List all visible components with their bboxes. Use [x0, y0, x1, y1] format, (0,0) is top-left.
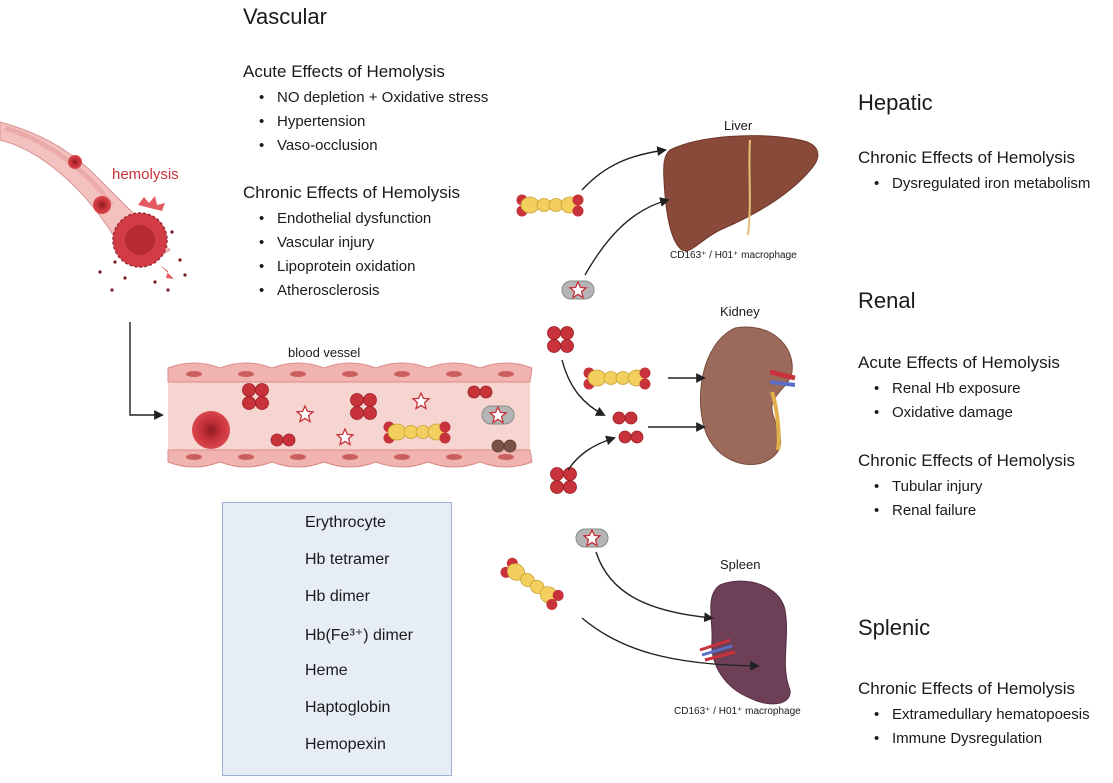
- vascular-acute-list: NO depletion + Oxidative stress Hyperten…: [245, 86, 488, 158]
- liver-label: Liver: [724, 118, 753, 133]
- list-item: Renal failure: [874, 499, 982, 523]
- spleen-macrophage-label: CD163⁺ / H01⁺ macrophage: [674, 706, 801, 717]
- legend-label-erythrocyte: Erythrocyte: [305, 514, 386, 531]
- arrow-hbhp-to-spleen: [581, 617, 760, 671]
- legend-label-haptoglobin: Haptoglobin: [305, 699, 391, 716]
- liver-illustration: [663, 135, 819, 252]
- list-item: Tubular injury: [874, 475, 982, 499]
- liver-macrophage-label: CD163⁺ / H01⁺ macrophage: [670, 250, 797, 261]
- legend-label-hemopexin: Hemopexin: [305, 736, 386, 753]
- renal-title: Renal: [858, 288, 916, 313]
- list-item: NO depletion + Oxidative stress: [259, 86, 488, 110]
- blood-vessel-illustration: [167, 362, 533, 468]
- list-item: Extramedullary hematopoesis: [874, 703, 1090, 727]
- list-item: Vascular injury: [259, 231, 431, 255]
- hemolysis-vessel: [0, 121, 187, 292]
- arrow-tetramer-to-dimer-bottom: [567, 435, 616, 471]
- splenic-chronic-title: Chronic Effects of Hemolysis: [858, 679, 1075, 698]
- vascular-chronic-list: Endothelial dysfunction Vascular injury …: [245, 207, 431, 303]
- renal-acute-title: Acute Effects of Hemolysis: [858, 353, 1060, 372]
- hepatic-chronic-list: Dysregulated iron metabolism: [860, 172, 1090, 196]
- legend-label-hb-fe3-dimer: Hb(Fe³⁺) dimer: [305, 627, 414, 644]
- blood-vessel-label: blood vessel: [288, 345, 361, 360]
- vascular-title: Vascular: [243, 4, 327, 29]
- list-item: Atherosclerosis: [259, 279, 431, 303]
- hemolysis-label: hemolysis: [112, 166, 179, 183]
- list-item: Renal Hb exposure: [874, 377, 1020, 401]
- kidney-illustration: [700, 326, 796, 465]
- list-item: Dysregulated iron metabolism: [874, 172, 1090, 196]
- spleen-label: Spleen: [720, 557, 761, 572]
- spleen-illustration: [699, 580, 791, 705]
- legend-label-hb-tetramer: Hb tetramer: [305, 551, 390, 568]
- renal-chronic-list: Tubular injury Renal failure: [860, 475, 982, 523]
- list-item: Immune Dysregulation: [874, 727, 1090, 751]
- list-item: Hypertension: [259, 110, 488, 134]
- hemolysis-connector-arrow: [129, 322, 164, 420]
- list-item: Oxidative damage: [874, 401, 1020, 425]
- vascular-acute-title: Acute Effects of Hemolysis: [243, 62, 445, 81]
- arrow-hbhp-to-liver: [581, 146, 667, 191]
- list-item: Vaso-occlusion: [259, 134, 488, 158]
- arrow-hpx-to-liver: [584, 197, 670, 276]
- legend-label-hb-dimer: Hb dimer: [305, 588, 370, 605]
- renal-chronic-title: Chronic Effects of Hemolysis: [858, 451, 1075, 470]
- hepatic-title: Hepatic: [858, 90, 933, 115]
- arrow-hpx-to-spleen: [595, 551, 714, 623]
- vascular-chronic-title: Chronic Effects of Hemolysis: [243, 183, 460, 202]
- hepatic-chronic-title: Chronic Effects of Hemolysis: [858, 148, 1075, 167]
- renal-acute-list: Renal Hb exposure Oxidative damage: [860, 377, 1020, 425]
- splenic-title: Splenic: [858, 615, 931, 640]
- splenic-chronic-list: Extramedullary hematopoesis Immune Dysre…: [860, 703, 1090, 751]
- legend: Erythrocyte Hb tetramer Hb dimer Hb(Fe³⁺…: [222, 502, 452, 776]
- list-item: Endothelial dysfunction: [259, 207, 431, 231]
- arrow-tetramer-to-dimer-top: [561, 359, 606, 416]
- list-item: Lipoprotein oxidation: [259, 255, 431, 279]
- legend-label-heme: Heme: [305, 662, 348, 679]
- kidney-label: Kidney: [720, 304, 760, 319]
